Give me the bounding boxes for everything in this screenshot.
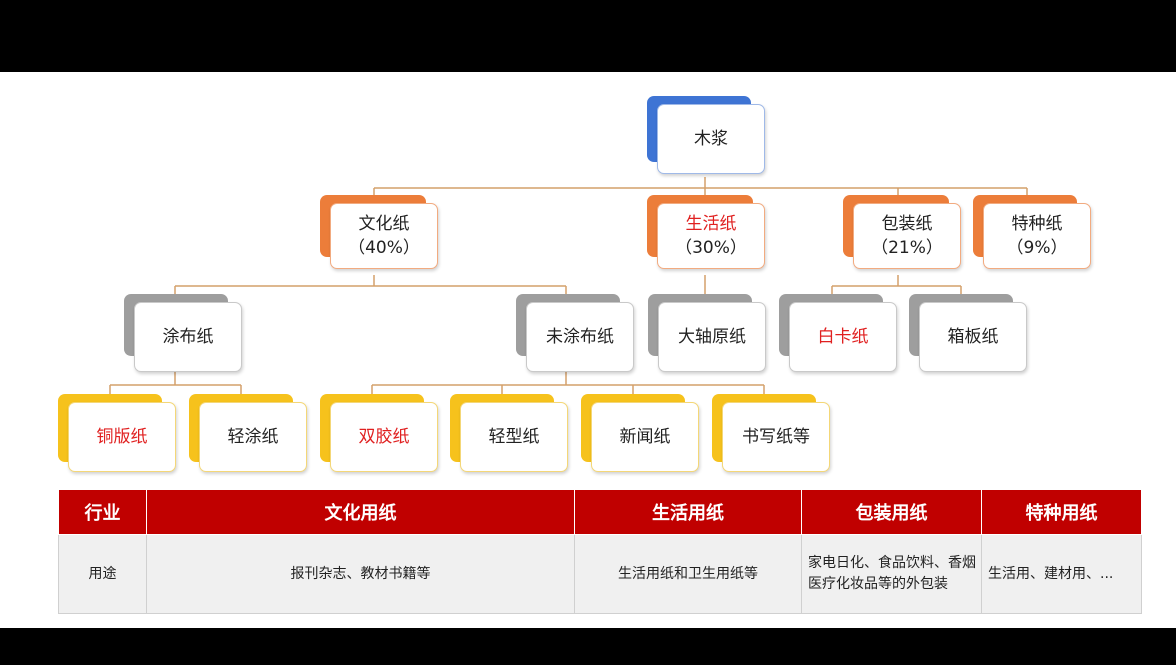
node-label: 大轴原纸: [678, 327, 746, 347]
node-label: 生活纸: [685, 214, 737, 234]
diagram-canvas: 木浆 文化纸 （40%） 生活纸 （30%） 包装纸 （21%） 特种纸 （9%…: [0, 72, 1176, 628]
table-cell: 用途: [58, 534, 147, 614]
node-label: 包装纸: [881, 214, 933, 234]
node-share: （21%）: [871, 238, 943, 258]
table-cell: 家电日化、食品饮料、香烟医疗化妆品等的外包装: [801, 534, 982, 614]
node-label: 双胶纸: [358, 427, 410, 447]
node-label: 文化纸: [358, 214, 410, 234]
node-label: 箱板纸: [947, 327, 999, 347]
node-label: 白卡纸: [817, 327, 869, 347]
node-root-label: 木浆: [694, 129, 728, 149]
table-cell: 生活用、建材用、...: [981, 534, 1142, 614]
node-label: 新闻纸: [619, 427, 671, 447]
node-label: 未涂布纸: [546, 327, 614, 347]
node-share: （40%）: [348, 238, 420, 258]
node-label: 铜版纸: [96, 427, 148, 447]
table-cell: 生活用纸和卫生用纸等: [574, 534, 802, 614]
node-label: 特种纸: [1011, 214, 1063, 234]
node-label: 涂布纸: [162, 327, 214, 347]
table-row: 用途 报刊杂志、教材书籍等 生活用纸和卫生用纸等 家电日化、食品饮料、香烟医疗化…: [58, 534, 1142, 614]
node-label: 轻型纸: [488, 427, 540, 447]
node-label: 轻涂纸: [227, 427, 279, 447]
table-cell: 报刊杂志、教材书籍等: [146, 534, 575, 614]
table-header-row: 行业 文化用纸 生活用纸 包装用纸 特种用纸: [58, 489, 1142, 535]
table-header-cell: 文化用纸: [146, 489, 575, 535]
usage-table: 行业 文化用纸 生活用纸 包装用纸 特种用纸 用途 报刊杂志、教材书籍等 生活用…: [58, 489, 1142, 614]
node-label: 书写纸等: [742, 427, 810, 447]
table-header-cell: 行业: [58, 489, 147, 535]
node-share: （9%）: [1006, 238, 1068, 258]
table-header-cell: 包装用纸: [801, 489, 982, 535]
table-header-cell: 生活用纸: [574, 489, 802, 535]
table-header-cell: 特种用纸: [981, 489, 1142, 535]
node-share: （30%）: [675, 238, 747, 258]
